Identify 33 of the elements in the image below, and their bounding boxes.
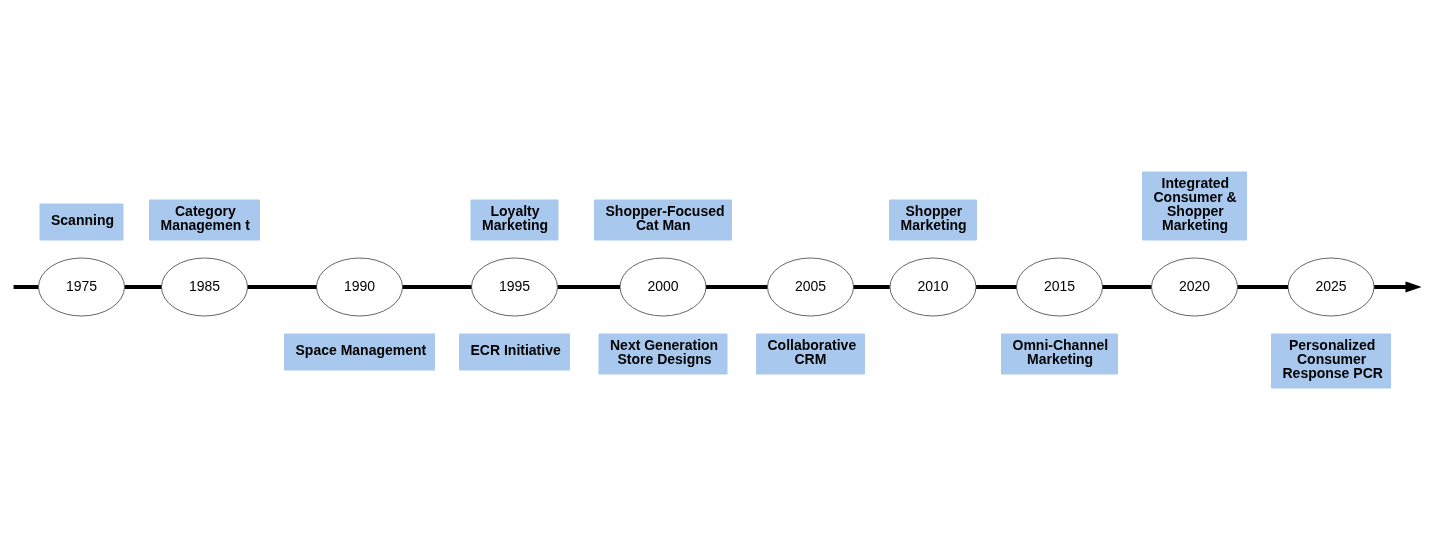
node-ellipse: 2020 xyxy=(1151,257,1238,317)
node-box: Personalized Consumer Response PCR xyxy=(1271,333,1391,389)
connector xyxy=(402,285,472,289)
node-ellipse: 1995 xyxy=(471,257,558,317)
node-box: Scanning xyxy=(39,203,124,241)
node-ellipse: 1985 xyxy=(161,257,248,317)
node-box: Shopper-Focused Cat Man xyxy=(594,199,732,241)
node-box: Omni-Channel Marketing xyxy=(1001,333,1118,375)
connector xyxy=(1237,285,1288,289)
node-ellipse: 1990 xyxy=(316,257,403,317)
node-ellipse: 1975 xyxy=(38,257,125,317)
connector xyxy=(706,285,768,289)
node-box: Space Management xyxy=(284,333,435,371)
node-box: Category Managemen t xyxy=(149,199,260,241)
connector xyxy=(124,285,162,289)
arrow xyxy=(1374,281,1421,293)
node-box: Loyalty Marketing xyxy=(470,199,559,241)
node-box: Next Generation Store Designs xyxy=(598,333,728,375)
node-ellipse: 2005 xyxy=(767,257,854,317)
node-ellipse: 2025 xyxy=(1287,257,1375,317)
connector xyxy=(557,285,620,289)
connector xyxy=(853,285,890,289)
node-ellipse: 2015 xyxy=(1016,257,1103,317)
connector xyxy=(247,285,317,289)
connector xyxy=(13,285,39,289)
node-box: Integrated Consumer & Shopper Marketing xyxy=(1142,171,1247,241)
node-box: ECR Initiative xyxy=(459,333,570,371)
node-ellipse: 2010 xyxy=(889,257,977,317)
node-ellipse: 2000 xyxy=(619,257,707,317)
connector xyxy=(976,285,1017,289)
node-box: Collaborative CRM xyxy=(756,333,865,375)
connector xyxy=(1102,285,1152,289)
node-box: Shopper Marketing xyxy=(889,199,977,241)
